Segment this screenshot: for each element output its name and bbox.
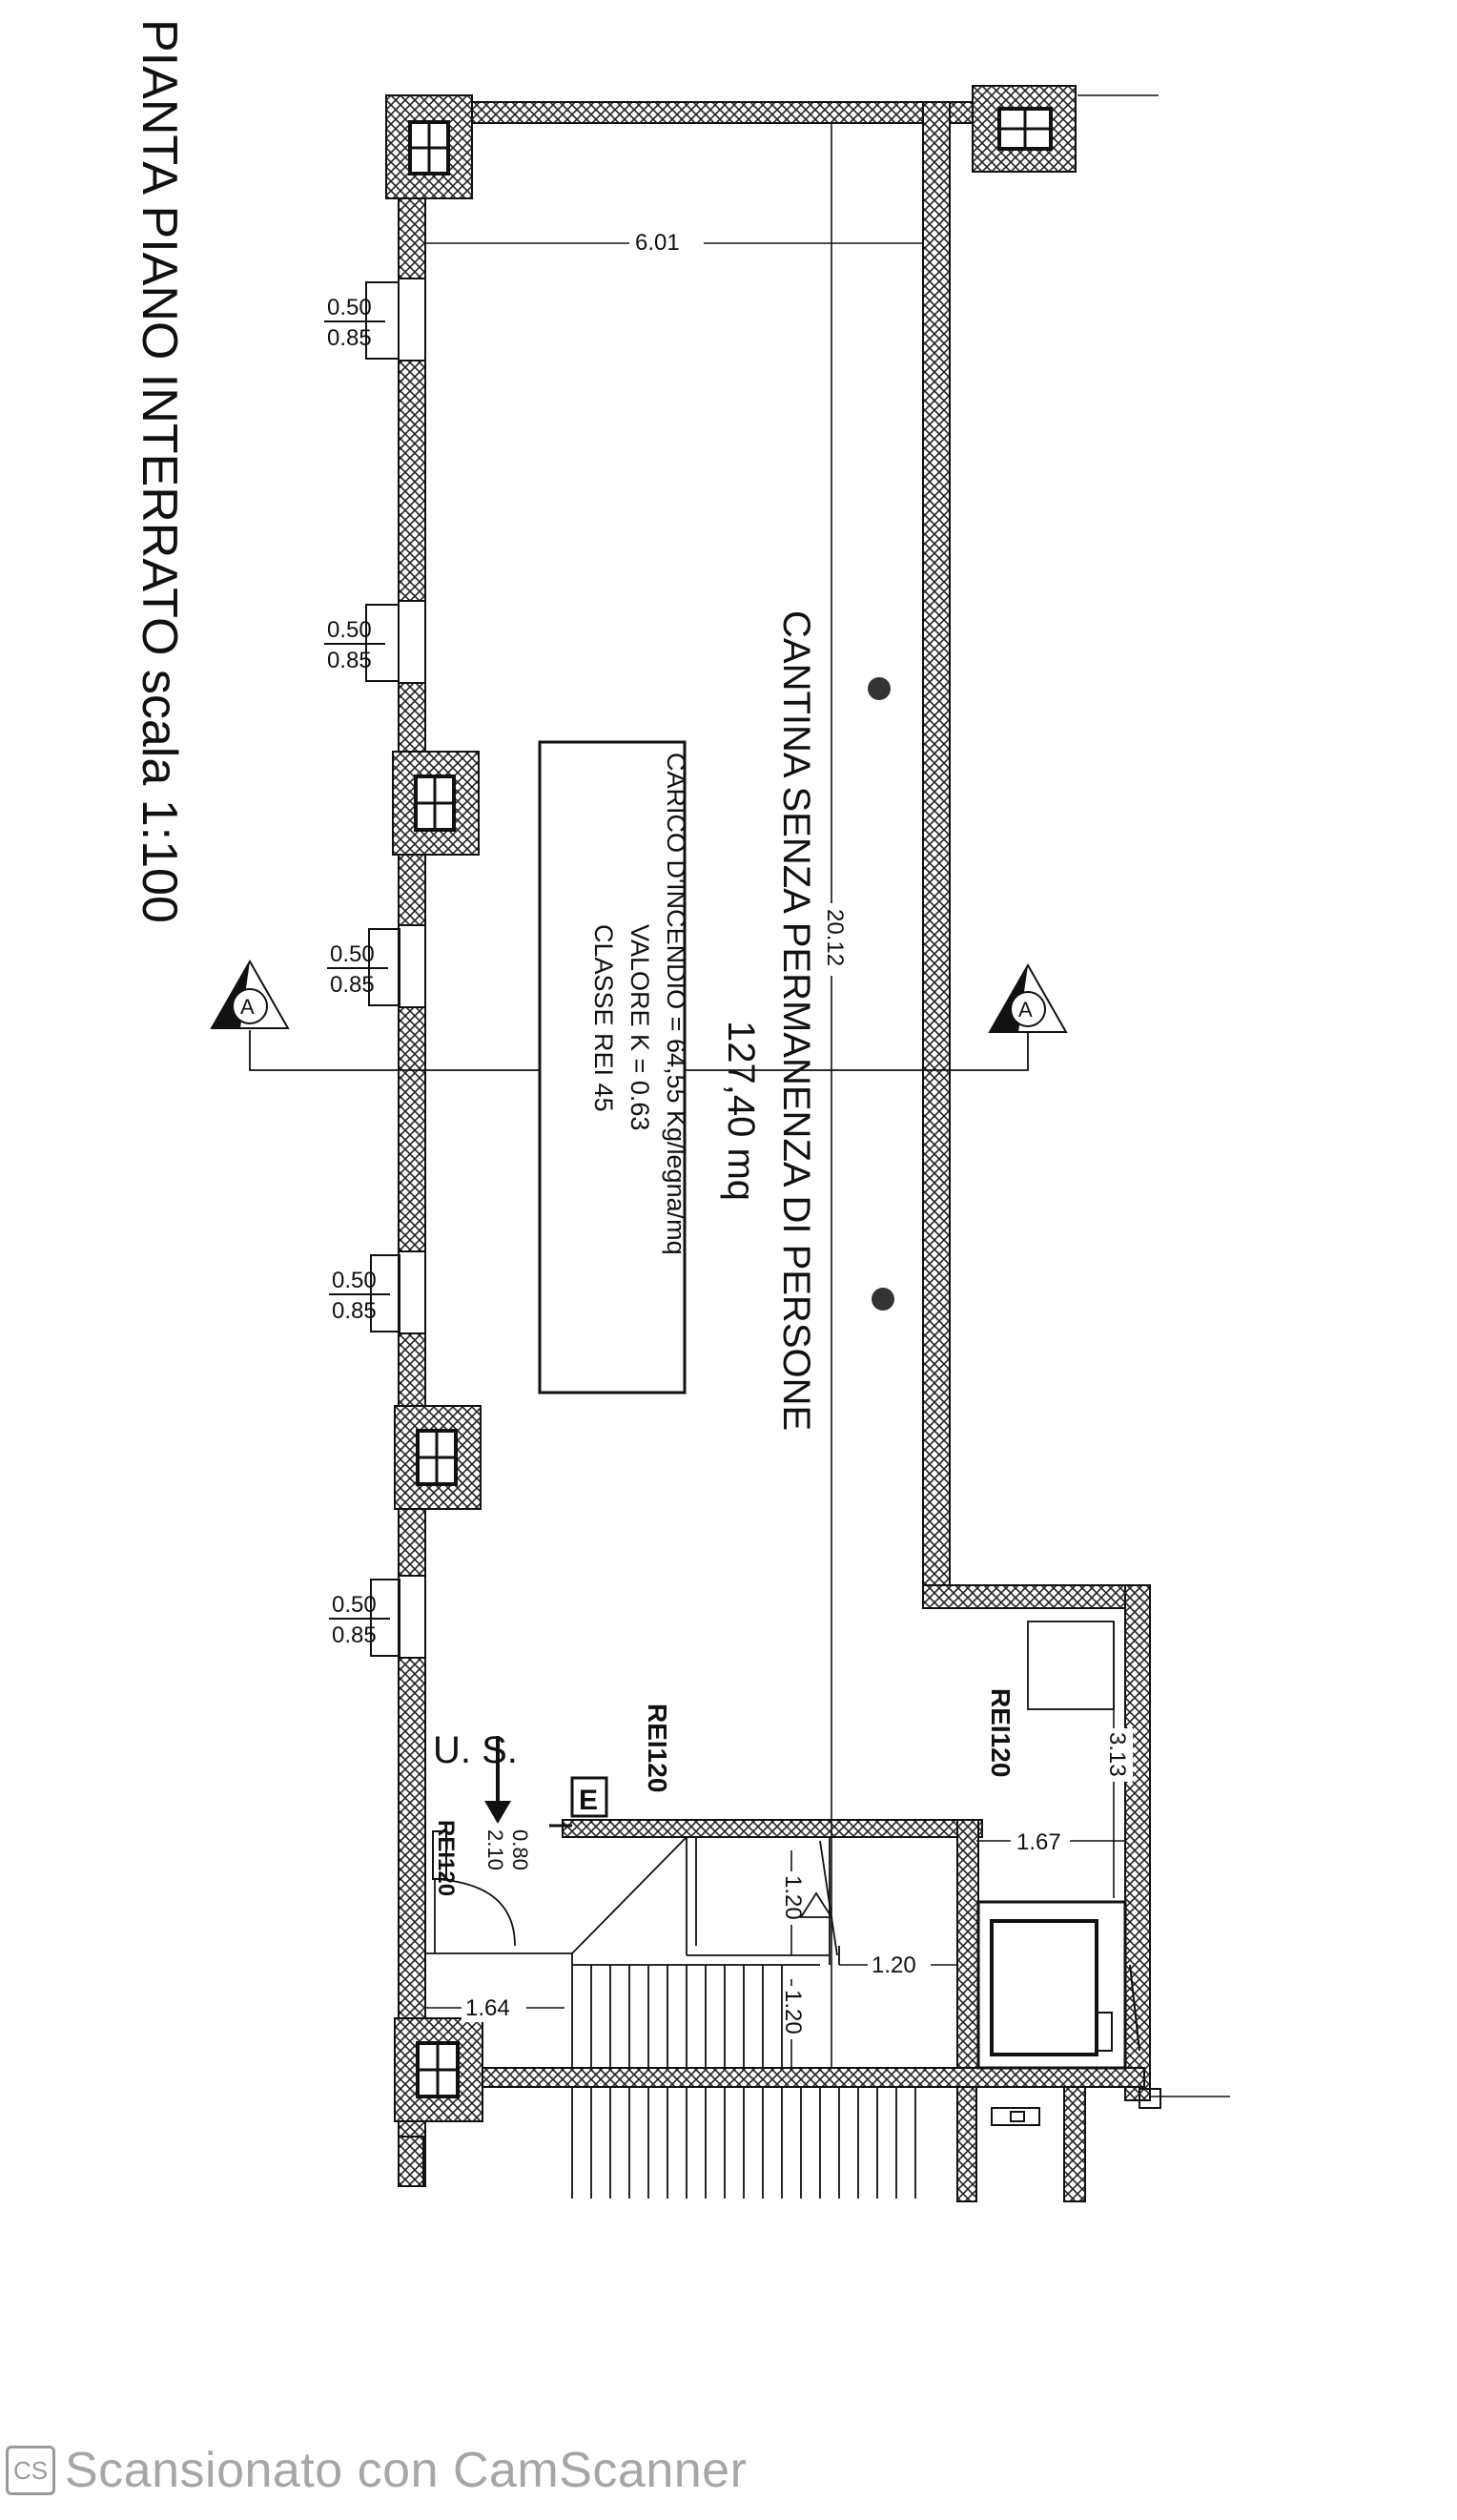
us-label: U. S. xyxy=(433,1729,518,1771)
door-dims: 0.80 2.10 xyxy=(483,1829,532,1870)
wall-bottom xyxy=(476,2067,1145,2088)
wall-stub-c xyxy=(398,2136,424,2187)
door-swing xyxy=(432,1824,572,1953)
dim-width-top: 6.01 xyxy=(635,230,680,256)
scanner-watermark: CS Scansionato con CamScanner xyxy=(6,2442,747,2499)
window-opening xyxy=(398,924,426,1008)
window-labels: 0.50 0.85 0.50 0.85 0.50 0.85 0.50 0.85 … xyxy=(324,281,400,1657)
wall-stair-top xyxy=(562,1819,983,1838)
wall-right-upper xyxy=(922,101,951,1608)
wall-stub-b xyxy=(1063,2086,1086,2202)
wall-stair-right xyxy=(956,1819,979,2088)
dim-167: 1.67 xyxy=(1016,1829,1061,1855)
svg-text:0.85: 0.85 xyxy=(330,972,375,998)
walls xyxy=(390,101,1151,2202)
plan-title: PIANTA PIANO INTERRATO scala 1:100 xyxy=(132,19,187,923)
stair-core xyxy=(425,1836,916,2199)
rei120-right: REI120 xyxy=(986,1688,1016,1777)
svg-text:0.50: 0.50 xyxy=(332,1268,377,1293)
svg-text:A: A xyxy=(240,995,255,1019)
dim-120c: 1.20 xyxy=(780,1990,806,2035)
fire-load-box: CARICO D'INCENDIO = 64,55 Kg/legna/mq VA… xyxy=(538,740,690,1394)
elevator-shaft xyxy=(976,1621,1127,2126)
svg-text:0.50: 0.50 xyxy=(330,941,375,967)
window-openings xyxy=(398,278,426,1659)
watermark-text: Scansionato con CamScanner xyxy=(65,2443,748,2498)
svg-text:0.85: 0.85 xyxy=(327,325,372,351)
svg-text:0.85: 0.85 xyxy=(332,1298,377,1324)
svg-text:REI120: REI120 xyxy=(433,1820,459,1896)
wall-left xyxy=(398,101,426,2187)
fire-load-line2: VALORE K = 0.63 xyxy=(626,924,654,1130)
window-label: 0.50 0.85 xyxy=(324,604,400,682)
pillar xyxy=(972,85,1077,173)
room-name: CANTINA SENZA PERMANENZA DI PERSONE xyxy=(775,610,817,1431)
svg-text:0.85: 0.85 xyxy=(327,648,372,673)
section-marker-left: A xyxy=(210,959,290,1029)
wall-right-lower xyxy=(1124,1584,1151,2101)
svg-text:0.50: 0.50 xyxy=(332,1592,377,1618)
window-opening xyxy=(398,600,426,684)
svg-text:0.85: 0.85 xyxy=(332,1622,377,1648)
rei120-left: REI120 xyxy=(643,1704,672,1792)
svg-text:0.50: 0.50 xyxy=(327,295,372,320)
window-label: 0.50 0.85 xyxy=(329,1579,400,1657)
column-dot xyxy=(872,1288,894,1311)
right-details xyxy=(1129,1964,1161,2109)
dim-313: 3.13 xyxy=(1104,1732,1130,1777)
room-area: 127,40 mq xyxy=(720,1021,762,1201)
svg-text:A: A xyxy=(1018,998,1033,1022)
pillar xyxy=(392,751,480,856)
exit-us: U. S. xyxy=(433,1729,518,1824)
window-opening xyxy=(398,278,426,361)
dim-164: 1.64 xyxy=(465,1995,510,2021)
pillars xyxy=(385,85,1077,2122)
wall-top xyxy=(390,101,993,124)
svg-text:0.50: 0.50 xyxy=(327,617,372,643)
pillar xyxy=(394,1405,482,1510)
svg-text:E: E xyxy=(579,1785,598,1816)
dim-120b: 1.20 xyxy=(872,1952,916,1978)
window-label: 0.50 0.85 xyxy=(327,928,400,1006)
pillar xyxy=(394,2017,483,2122)
svg-text:REI120: REI120 xyxy=(643,1704,672,1792)
window-opening xyxy=(398,1250,426,1334)
rei120-door: REI120 xyxy=(433,1820,459,1896)
section-marker-right: A xyxy=(988,962,1068,1033)
fire-load-line1: CARICO D'INCENDIO = 64,55 Kg/legna/mq xyxy=(662,753,690,1255)
fire-load-line3: CLASSE REI 45 xyxy=(589,924,618,1112)
svg-text:0.80: 0.80 xyxy=(508,1829,532,1870)
window-opening xyxy=(398,1575,426,1659)
dimension-labels: 6.01 20.12 3.13 1.67 1.20 1.20 1.20 1.64 xyxy=(462,226,1133,2039)
window-label: 0.50 0.85 xyxy=(329,1254,400,1332)
column-dot xyxy=(868,677,891,700)
exit-sign: E xyxy=(570,1776,608,1818)
pillar xyxy=(385,94,473,199)
camscanner-logo-icon: CS xyxy=(6,2446,55,2495)
room-label: CANTINA SENZA PERMANENZA DI PERSONE 127,… xyxy=(720,610,817,1431)
svg-text:2.10: 2.10 xyxy=(483,1829,507,1870)
dim-120a: 1.20 xyxy=(780,1875,806,1920)
dim-length: 20.12 xyxy=(822,909,848,966)
wall-step xyxy=(922,1584,1149,1609)
svg-text:PIANTA PIANO INTERRATO scala 1: PIANTA PIANO INTERRATO scala 1:100 xyxy=(132,19,187,923)
svg-text:REI120: REI120 xyxy=(986,1688,1016,1777)
window-label: 0.50 0.85 xyxy=(324,281,400,360)
wall-stub-a xyxy=(956,2086,977,2202)
